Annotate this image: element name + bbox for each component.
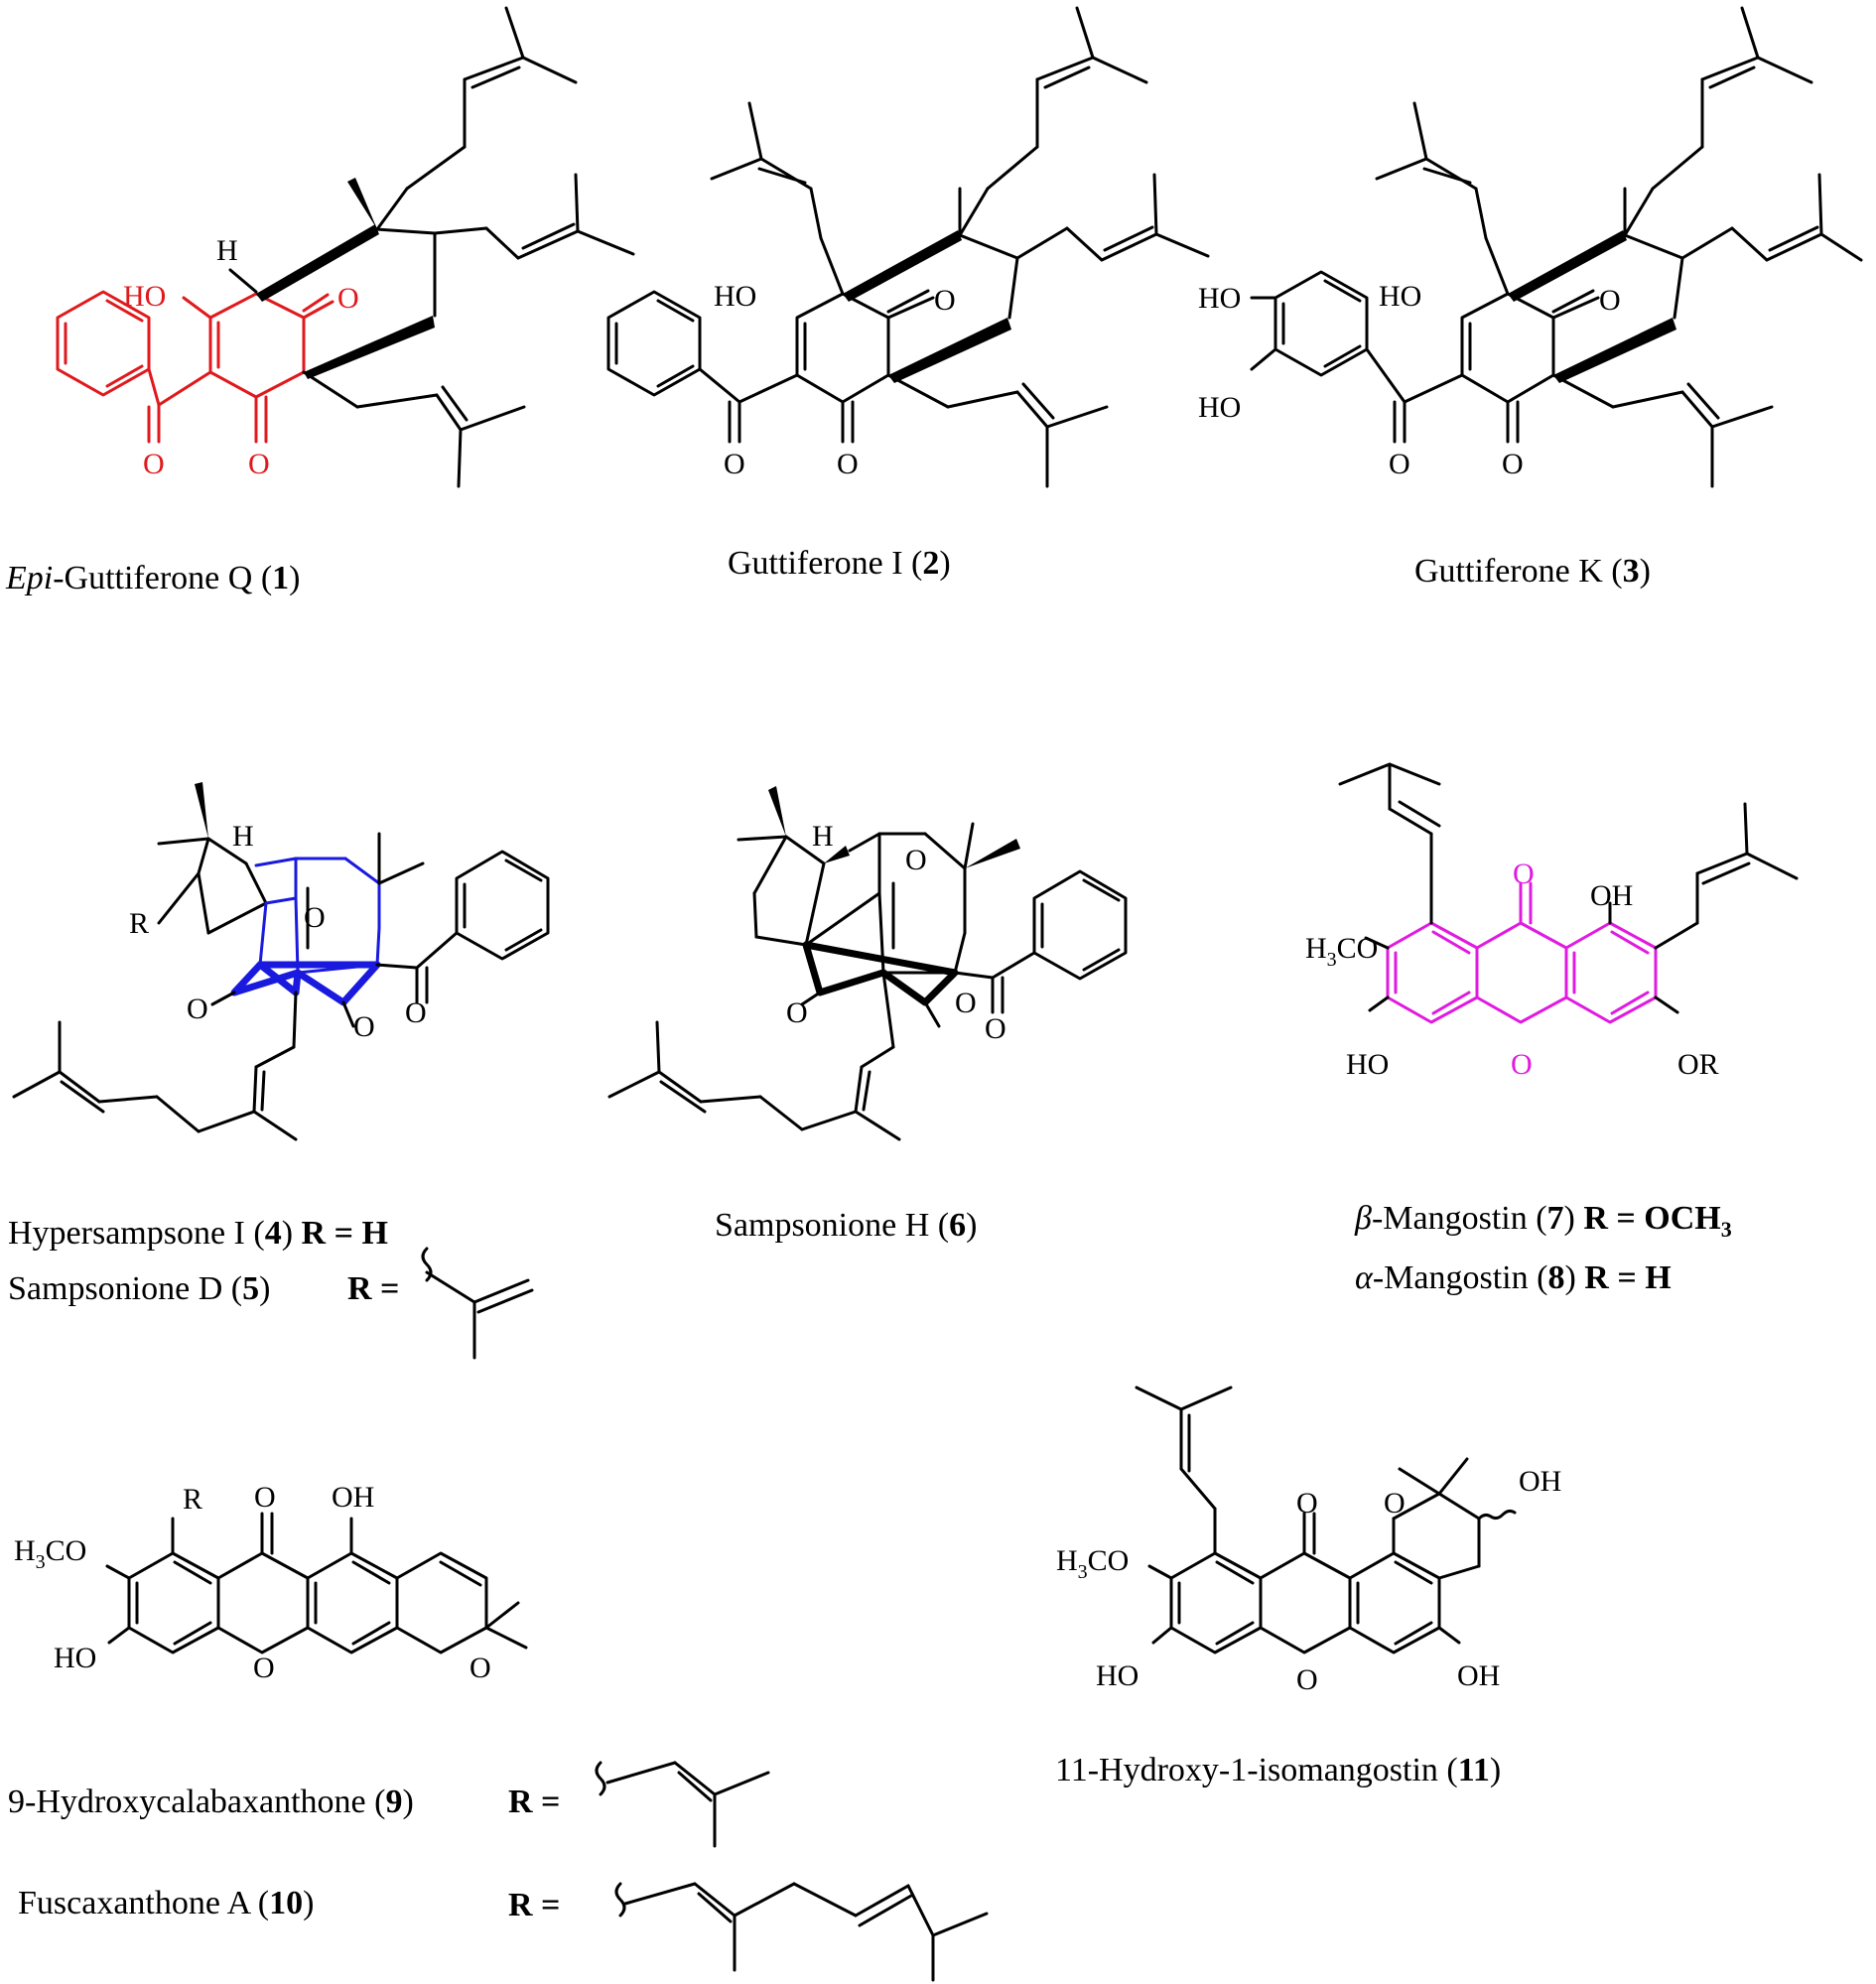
geranyl-substituent — [614, 1882, 989, 1982]
catechol-ring — [1273, 270, 1369, 377]
atom-label-oh: OH — [332, 1481, 374, 1514]
caption-compound-8: α-Mangostin (8) R = H — [1355, 1259, 1672, 1296]
caption-compound-10: Fuscaxanthone A (10) — [18, 1885, 314, 1921]
atom-label-o: O — [724, 448, 745, 480]
atom-label-r: R — [129, 907, 149, 940]
caption-compound-5: Sampsonione D (5) — [8, 1270, 270, 1307]
caption-compound-1: Epi-Guttiferone Q (1) — [5, 560, 300, 596]
caption-compound-9: 9-Hydroxycalabaxanthone (9) — [8, 1784, 414, 1820]
atom-label-ho: HO — [1198, 282, 1241, 315]
atom-label-h: H — [216, 234, 238, 267]
atom-label-ho: HO — [1198, 391, 1241, 424]
caption-compound-2: Guttiferone I (2) — [728, 545, 951, 582]
atom-label-o: O — [1389, 448, 1410, 480]
atom-label-o: O — [337, 282, 359, 315]
atom-label-o: O — [405, 996, 427, 1029]
atom-label-o: O — [304, 901, 326, 934]
atom-label-o: O — [254, 1481, 276, 1514]
atom-label-o: O — [1384, 1487, 1406, 1520]
atom-label-o: O — [187, 992, 208, 1025]
atom-label-o: O — [1296, 1487, 1318, 1520]
atom-label-h3co: H3CO — [14, 1534, 86, 1573]
atom-label-ho: HO — [1379, 280, 1421, 313]
atom-label-o: O — [248, 448, 270, 480]
atom-label-h3co: H3CO — [1056, 1544, 1129, 1583]
caption-compound-6: Sampsonione H (6) — [715, 1207, 977, 1244]
atom-label-h: H — [812, 820, 834, 853]
atom-label-o: O — [786, 996, 808, 1029]
structure-hydroxy-isomangostin: H3CO HO O O O OH OH — [1056, 1386, 1561, 1696]
atom-label-o: O — [934, 284, 956, 317]
atom-label-oh: OH — [1590, 879, 1633, 912]
atom-label-o: O — [1599, 284, 1621, 317]
atom-label-r: R — [183, 1483, 202, 1516]
structure-guttiferone-i: HO O O O — [606, 6, 1210, 488]
atom-label-o: O — [253, 1652, 275, 1684]
caption-compound-11: 11-Hydroxy-1-isomangostin (11) — [1055, 1752, 1501, 1788]
atom-label-o: O — [1511, 1048, 1533, 1081]
atom-label-o: O — [143, 448, 165, 480]
structure-guttiferone-k: HO HO HO O O O — [1198, 6, 1863, 488]
phenyl-ring — [455, 850, 550, 961]
prenyl-substituent — [595, 1761, 770, 1848]
structure-hypersampsone-i: H — [12, 782, 550, 1141]
atom-label-or: OR — [1677, 1048, 1719, 1081]
atom-label-oh: OH — [1519, 1465, 1561, 1498]
atom-label-o: O — [985, 1012, 1006, 1045]
atom-label-h: H — [232, 820, 254, 853]
atom-label-ho: HO — [123, 280, 166, 313]
atom-label-ho: HO — [1346, 1048, 1389, 1081]
caption-compound-5-r: R = — [347, 1270, 399, 1307]
atom-label-ho: HO — [714, 280, 756, 313]
atom-label-ho: HO — [54, 1642, 96, 1674]
atom-label-o: O — [1502, 448, 1524, 480]
structure-epi-guttiferone-q: H HO O O O — [56, 6, 635, 488]
caption-compound-3: Guttiferone K (3) — [1414, 553, 1651, 590]
atom-label-oh: OH — [1457, 1659, 1500, 1692]
structure-mangostin: H3CO HO O O OH OR — [1305, 762, 1799, 1081]
atom-label-o: O — [353, 1010, 375, 1043]
phenyl-ring — [606, 290, 702, 397]
caption-compound-4: Hypersampsone I (4) R = H — [8, 1215, 388, 1252]
isopropenyl-substituent — [421, 1247, 534, 1360]
structure-sampsonione-h: H — [607, 786, 1128, 1141]
atom-label-o: O — [955, 987, 977, 1019]
structure-calabaxanthone: R H3CO HO O OH O O — [14, 1481, 528, 1684]
phenyl-ring — [1032, 869, 1128, 981]
atom-label-ho: HO — [1096, 1659, 1139, 1692]
caption-compound-7: β-Mangostin (7) R = OCH3 — [1354, 1200, 1732, 1242]
atom-label-o: O — [1513, 858, 1535, 890]
atom-label-o: O — [837, 448, 859, 480]
atom-label-o: O — [469, 1652, 491, 1684]
caption-compound-9-r: R = — [508, 1784, 560, 1820]
atom-label-o: O — [1296, 1663, 1318, 1696]
caption-compound-10-r: R = — [508, 1887, 560, 1923]
atom-label-o: O — [905, 844, 927, 876]
atom-label-h3co: H3CO — [1305, 932, 1378, 971]
